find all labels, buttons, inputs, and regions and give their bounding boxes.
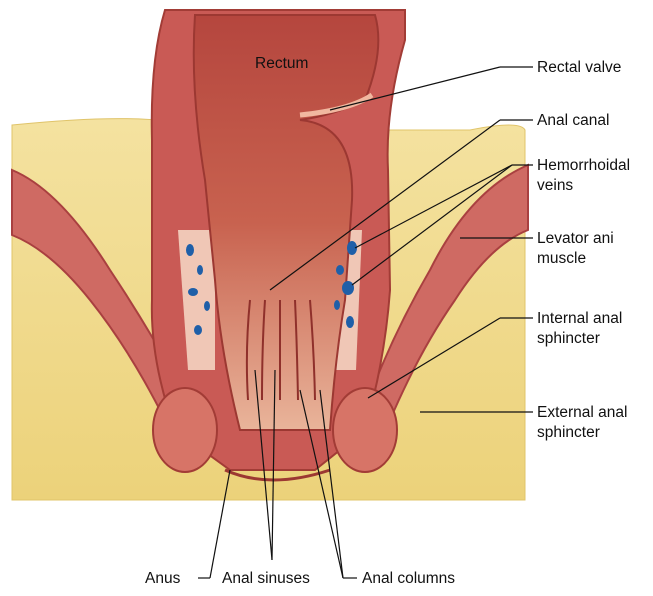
label-external-sphincter: External anal sphincter	[537, 403, 653, 443]
label-rectal-valve: Rectal valve	[537, 58, 621, 78]
label-internal-sphincter: Internal anal sphincter	[537, 309, 653, 349]
label-levator-ani: Levator ani muscle	[537, 229, 653, 269]
label-anal-sinuses: Anal sinuses	[222, 569, 310, 589]
external-sphincter-right	[333, 388, 397, 472]
external-sphincter-left	[153, 388, 217, 472]
label-anal-columns: Anal columns	[362, 569, 455, 589]
label-hemorrhoidal-veins: Hemorrhoidal veins	[537, 156, 653, 196]
label-rectum: Rectum	[255, 54, 308, 74]
label-anal-canal: Anal canal	[537, 111, 609, 131]
label-anus: Anus	[145, 569, 180, 589]
